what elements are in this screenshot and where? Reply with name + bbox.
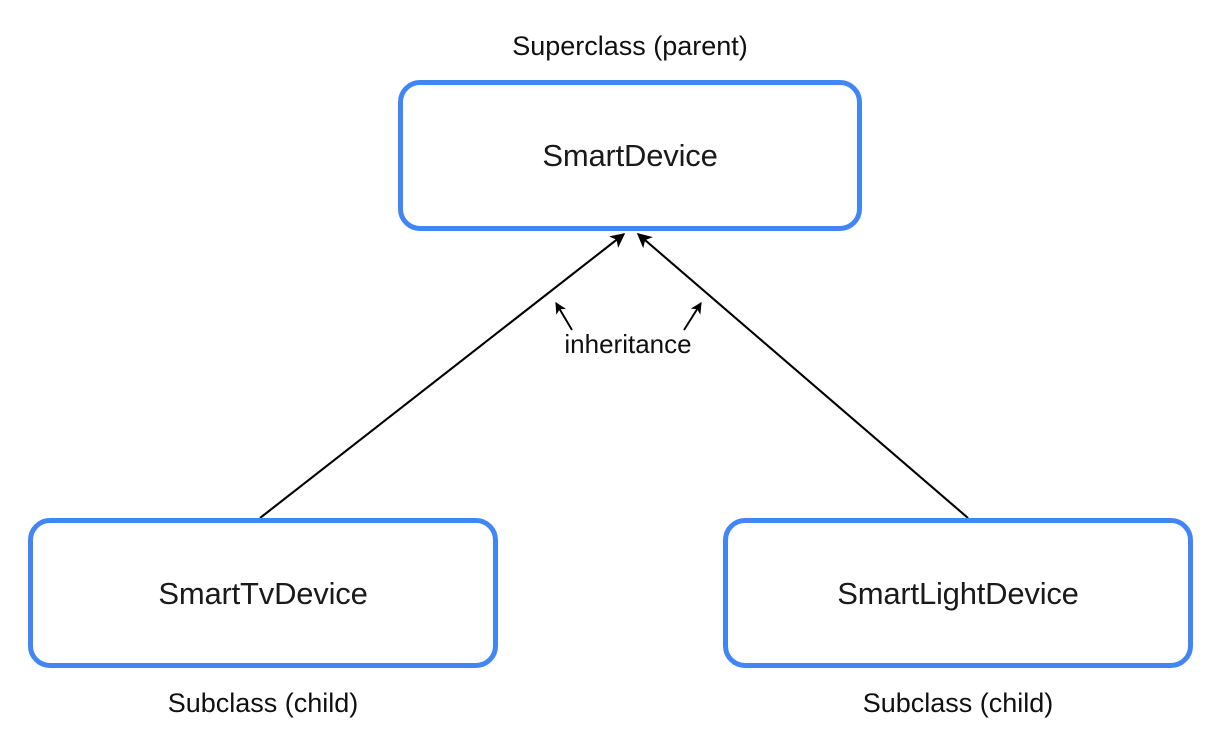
annotation-pointer-left-icon — [555, 302, 573, 331]
subclass-tv-caption: Subclass (child) — [167, 688, 359, 718]
class-node-smartlightdevice-label: SmartLightDevice — [837, 575, 1079, 611]
subclass-light-caption: Subclass (child) — [862, 688, 1054, 718]
superclass-caption: Superclass (parent) — [512, 31, 748, 61]
edge-light-to-superclass — [636, 233, 969, 519]
class-node-smartdevice-label: SmartDevice — [542, 138, 718, 173]
class-node-smarttvdevice-label: SmartTvDevice — [158, 575, 368, 611]
annotation-pointer-right-icon — [683, 302, 702, 331]
inheritance-label: inheritance — [564, 329, 692, 359]
class-node-smartlightdevice[interactable]: SmartLightDevice — [723, 518, 1193, 668]
edge-tv-to-superclass — [259, 233, 626, 519]
class-node-smartdevice[interactable]: SmartDevice — [398, 80, 862, 231]
class-node-smarttvdevice[interactable]: SmartTvDevice — [28, 518, 498, 668]
